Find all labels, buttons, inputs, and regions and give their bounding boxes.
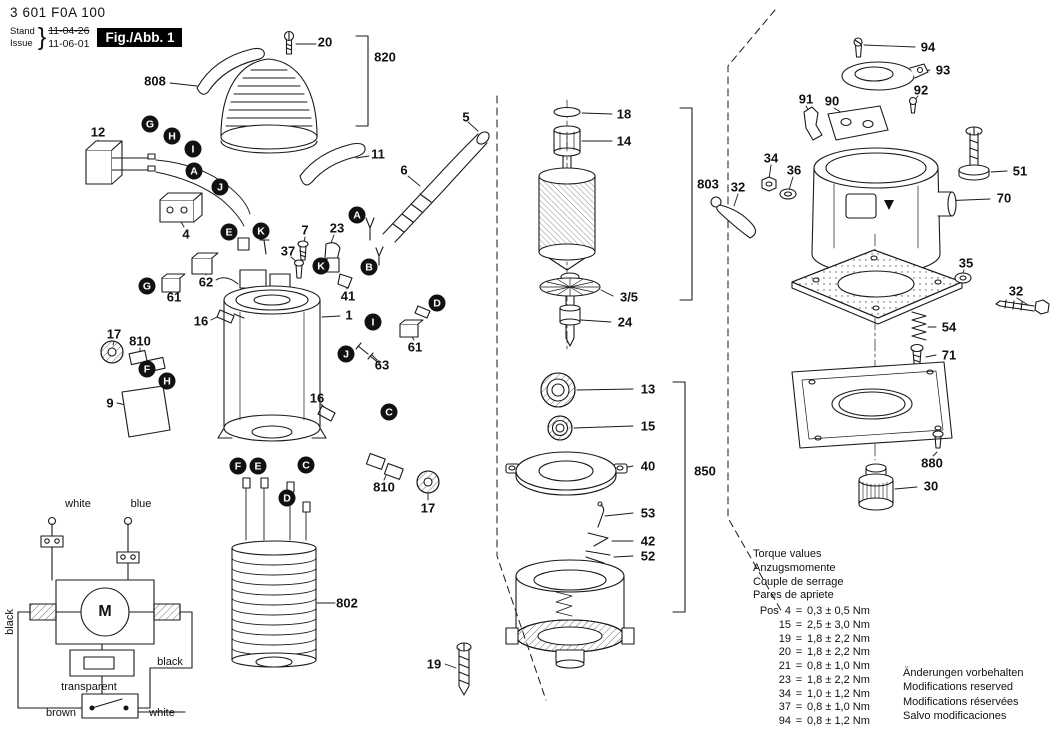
torque-value: 0,3 ± 0,5 Nm xyxy=(807,605,870,617)
brace-glyph: } xyxy=(37,23,47,51)
torque-value: 2,5 ± 3,0 Nm xyxy=(807,618,870,631)
top-plate-93 xyxy=(841,61,929,91)
torque-pos: Pos 4 xyxy=(759,605,791,617)
leader-lines xyxy=(97,43,1029,669)
bearing-13 xyxy=(540,372,576,408)
torque-eq: = xyxy=(795,715,803,727)
torque-rows: Pos 4 = 0,3 ± 0,5 Nm 15 = 2,5 ± 3,0 Nm 19 = 1,8 … xyxy=(753,605,870,729)
figure-label: Fig./Abb. 1 xyxy=(97,28,183,47)
torque-pos: 23 xyxy=(778,673,791,686)
torque-row: 20 = 1,8 ± 2,2 Nm xyxy=(753,646,870,660)
torque-row: 34 = 1,0 ± 1,2 Nm xyxy=(753,688,870,702)
connector-4 xyxy=(159,192,203,223)
torque-row: 21 = 0,8 ± 1,0 Nm xyxy=(753,660,870,674)
spring-54 xyxy=(911,311,927,341)
subbase-880 xyxy=(791,361,953,449)
bearing-15 xyxy=(547,415,573,441)
bolt-32 xyxy=(995,299,1050,315)
torque-pos: 21 xyxy=(778,660,791,672)
stand-label: Stand xyxy=(10,26,35,38)
torque-eq: = xyxy=(795,646,803,659)
torque-row: 94 = 0,8 ± 1,2 Nm xyxy=(753,715,870,729)
torque-row: 19 = 1,8 ± 2,2 Nm xyxy=(753,633,870,647)
date-new: 11-06-01 xyxy=(48,37,90,50)
torque-eq: = xyxy=(795,605,803,617)
screw-20 xyxy=(283,30,295,55)
lower-housing xyxy=(505,559,635,669)
field-coil-802 xyxy=(231,477,317,668)
torque-eq: = xyxy=(795,632,803,645)
screws-94-92 xyxy=(853,37,918,114)
screw-71 xyxy=(910,343,924,368)
torque-value: 1,0 ± 1,2 Nm xyxy=(807,687,870,700)
spring-parts xyxy=(585,501,611,564)
torque-title-line: Anzugsmomente xyxy=(753,561,836,574)
washer-35 xyxy=(954,272,972,284)
torque-pos: 20 xyxy=(778,646,791,659)
torque-title-line: Torque values xyxy=(753,548,822,560)
knob-30 xyxy=(858,463,894,511)
armature-assembly xyxy=(538,106,601,347)
header: 3 601 F0A 100 Stand Issue } 11-04-26 11-… xyxy=(10,5,183,52)
wiring-schematic xyxy=(17,516,193,719)
base-plate xyxy=(791,249,963,325)
torque-value: 0,8 ± 1,0 Nm xyxy=(807,660,870,672)
part-number: 3 601 F0A 100 xyxy=(10,5,106,20)
note-line: Änderungen vorbehalten xyxy=(903,667,1024,679)
note-line: Salvo modificaciones xyxy=(903,709,1007,722)
torque-value: 1,8 ± 2,2 Nm xyxy=(807,673,870,686)
torque-pos: 15 xyxy=(778,618,791,631)
note-line: Modifications reserved xyxy=(903,681,1014,694)
cover-segment-11 xyxy=(299,142,366,186)
torque-value: 0,8 ± 1,0 Nm xyxy=(807,701,870,714)
torque-eq: = xyxy=(795,673,803,686)
dates: 11-04-26 11-06-01 xyxy=(48,25,89,50)
nut-34-washer-36 xyxy=(761,176,797,200)
torque-pos: 94 xyxy=(778,715,791,727)
date-old: 11-04-26 xyxy=(48,24,90,37)
issue-row: Stand Issue } 11-04-26 11-06-01 Fig./Abb… xyxy=(10,23,183,52)
torque-pos: 19 xyxy=(778,632,791,645)
torque-value: 1,8 ± 2,2 Nm xyxy=(807,632,870,645)
torque-row: 23 = 1,8 ± 2,2 Nm xyxy=(753,674,870,688)
torque-pos: 37 xyxy=(778,701,791,714)
top-cap-assembly xyxy=(220,58,318,154)
bearing-flange-40 xyxy=(505,451,628,496)
torque-eq: = xyxy=(795,701,803,714)
torque-pos: 34 xyxy=(778,687,791,700)
cover-segment-808 xyxy=(196,47,265,95)
torque-row: 15 = 2,5 ± 3,0 Nm xyxy=(753,619,870,633)
torque-value: 1,8 ± 2,2 Nm xyxy=(807,646,870,659)
torque-value: 0,8 ± 1,2 Nm xyxy=(807,715,870,727)
issue-label: Issue xyxy=(10,37,33,49)
base-housing-70 xyxy=(811,147,957,275)
torque-title-line: Couple de serrage xyxy=(753,575,844,588)
motor-housing-1 xyxy=(215,269,327,442)
group-brackets xyxy=(355,35,693,613)
screw-19 xyxy=(456,642,472,696)
small-parts-left xyxy=(100,217,440,494)
adjusting-screw-51 xyxy=(958,126,990,181)
plate-90 xyxy=(827,105,889,141)
power-cord xyxy=(382,131,490,243)
torque-eq: = xyxy=(795,660,803,672)
torque-eq: = xyxy=(795,618,803,631)
stand-issue-labels: Stand Issue xyxy=(10,26,35,49)
torque-title-line: Pares de apriete xyxy=(753,589,834,602)
lever-91 xyxy=(803,106,823,141)
note-line: Modifications réservées xyxy=(903,695,1019,708)
torque-row: Pos 4 = 0,3 ± 0,5 Nm xyxy=(753,605,870,619)
clamp-lever-32 xyxy=(710,196,757,239)
torque-eq: = xyxy=(795,687,803,700)
torque-row: 37 = 0,8 ± 1,0 Nm xyxy=(753,701,870,715)
